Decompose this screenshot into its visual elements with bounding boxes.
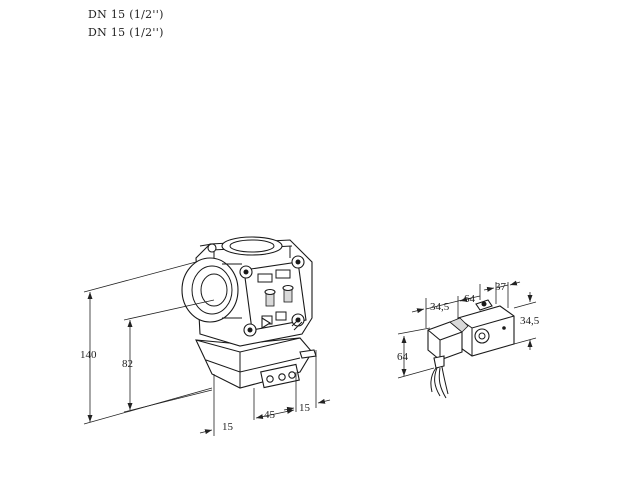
coil-dim-label-64-top: 64 bbox=[464, 293, 476, 305]
header-line-1: DN 15 (1/2'') bbox=[88, 8, 164, 21]
coil-dim-label-64-left: 64 bbox=[397, 351, 409, 363]
solenoid-coil-drawing bbox=[427, 299, 515, 399]
coil-dimension-lines bbox=[397, 280, 537, 379]
coil-dim-label-37: 37 bbox=[495, 281, 507, 293]
dim-label-15-right: 15 bbox=[299, 402, 311, 414]
header-line-2: DN 15 (1/2'') bbox=[88, 26, 164, 39]
coil-dim-label-34-5-right: 34,5 bbox=[520, 315, 540, 327]
valve-body-drawing bbox=[181, 236, 317, 389]
dim-label-45: 45 bbox=[264, 409, 276, 421]
coil-dim-label-34-5-top: 34,5 bbox=[430, 301, 450, 313]
dim-label-82: 82 bbox=[122, 358, 133, 370]
dim-label-140: 140 bbox=[80, 349, 97, 361]
dim-label-15-left: 15 bbox=[222, 421, 234, 433]
valve-dimension-lines bbox=[83, 261, 331, 436]
